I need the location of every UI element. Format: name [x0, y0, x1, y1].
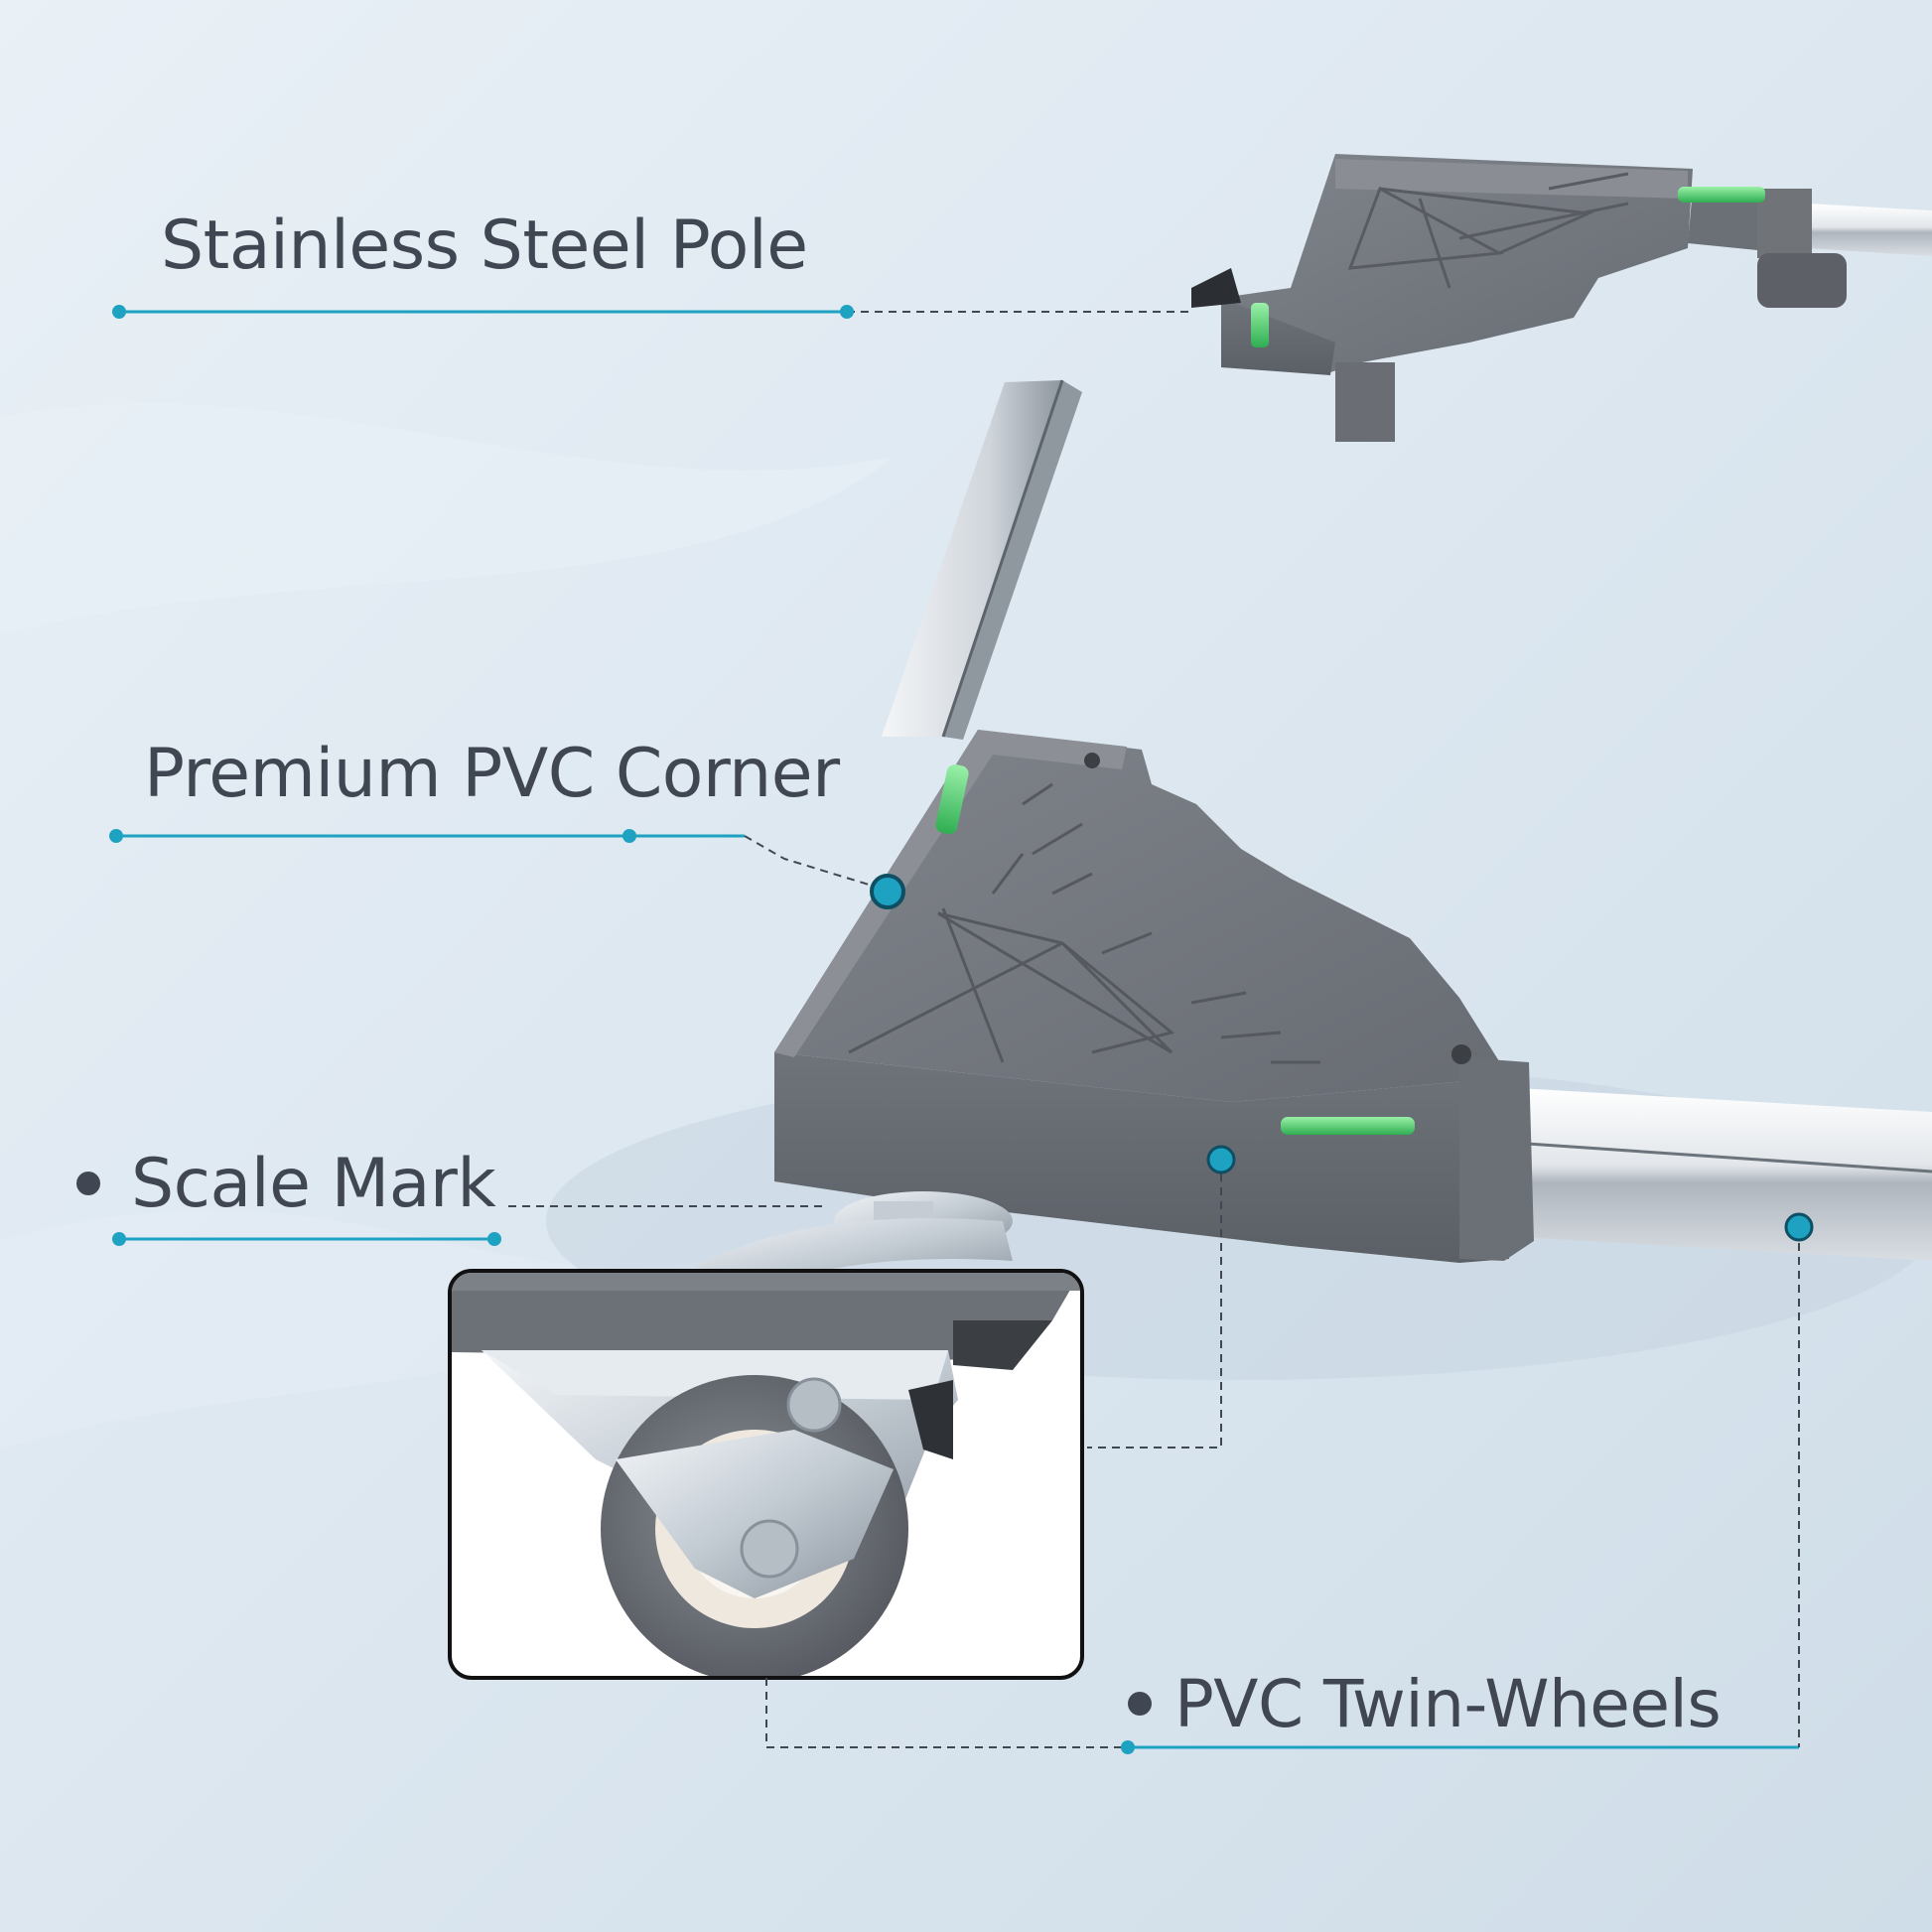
callout-dot-icon: [1121, 1740, 1135, 1754]
callout-dot-icon: [112, 1232, 126, 1246]
callout-dot-icon: [1784, 1212, 1814, 1242]
callout-lines: [116, 310, 1800, 1749]
pvc-corner-front: [774, 730, 1534, 1263]
stainless-front-pole: [1499, 1087, 1932, 1261]
callout-dot-icon: [870, 874, 905, 909]
bullet-icon: [76, 1172, 100, 1195]
pvc-corner-back: [1191, 154, 1847, 442]
stainless-diagonal-pole-light: [882, 380, 1062, 737]
callout-dot-icon: [1206, 1145, 1236, 1174]
bubble-level-icon: [935, 763, 969, 835]
caster-wheel-inset: [448, 1269, 1084, 1680]
callout-dot-icon: [840, 305, 854, 319]
callout-dot-icon: [487, 1232, 501, 1246]
callout-dots: [76, 305, 1814, 1754]
bubble-level-icon: [1251, 303, 1269, 347]
stainless-diagonal-pole-dark: [943, 380, 1082, 740]
background-wave: [0, 403, 894, 635]
stainless-top-pole: [1807, 204, 1932, 256]
callout-dot-icon: [109, 829, 123, 843]
callout-dot-icon: [622, 829, 636, 843]
bubble-level-icon: [1281, 1117, 1415, 1135]
label-stainless-steel-pole: Stainless Steel Pole: [161, 207, 808, 285]
stainless-diagonal-pole-edge: [941, 379, 1064, 738]
label-pvc-twin-wheels: PVC Twin-Wheels: [1174, 1666, 1722, 1742]
label-premium-pvc-corner: Premium PVC Corner: [144, 735, 840, 813]
bubble-level-icon: [1678, 187, 1765, 203]
callout-dot-icon: [112, 305, 126, 319]
label-scale-mark: Scale Mark: [131, 1145, 496, 1223]
bullet-icon: [1128, 1692, 1152, 1716]
stainless-front-pole-edge: [1498, 1140, 1932, 1173]
